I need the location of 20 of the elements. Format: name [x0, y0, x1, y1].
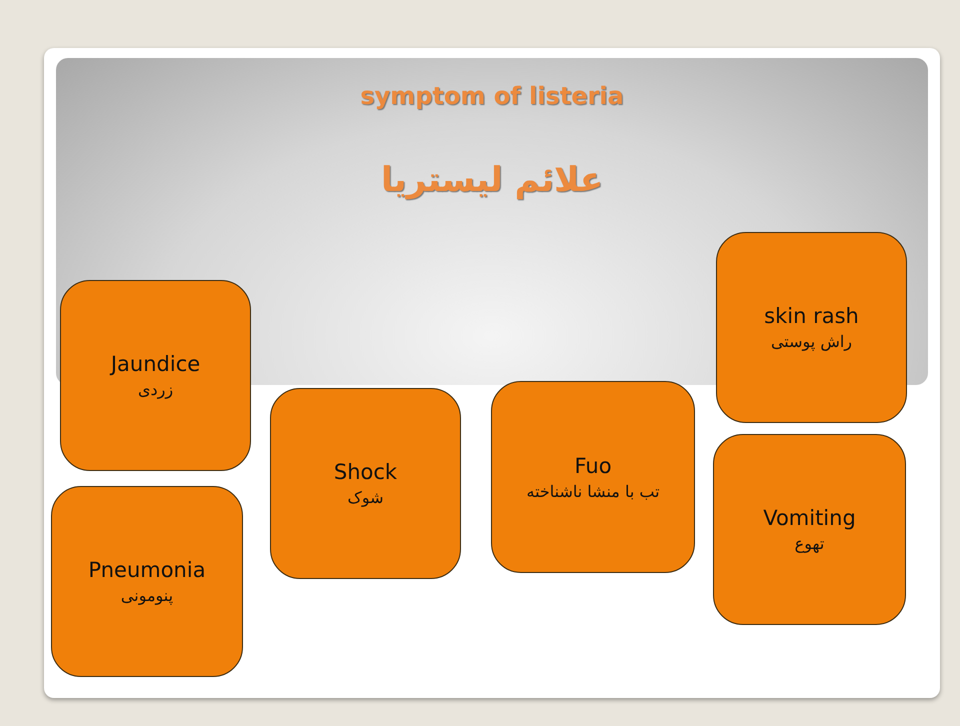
symptom-label: Vomiting: [763, 506, 856, 530]
symptom-box: [713, 434, 906, 625]
symptom-label: Shock: [334, 460, 398, 484]
persian-label: تهوع: [794, 534, 824, 553]
persian-label: پنومونی: [120, 586, 174, 605]
symptom-label: skin rash: [764, 304, 859, 328]
slide-title: symptom of listeria: [359, 82, 625, 110]
slide-subtitle: علائم لیستریا: [380, 160, 604, 200]
symptom-label: Pneumonia: [88, 558, 206, 582]
symptom-box: [716, 232, 907, 423]
symptom-label: Fuo: [574, 454, 612, 478]
persian-label: تب با منشا ناشناخته: [526, 482, 660, 500]
symptom-box: [60, 280, 251, 471]
persian-label: زردی: [138, 380, 174, 399]
persian-label: شوک: [348, 488, 384, 507]
symptom-box: [51, 486, 243, 677]
persian-label: راش پوستی: [770, 332, 852, 351]
symptom-label: Jaundice: [110, 352, 200, 376]
symptom-box: [491, 381, 695, 573]
symptom-box: [270, 388, 461, 579]
